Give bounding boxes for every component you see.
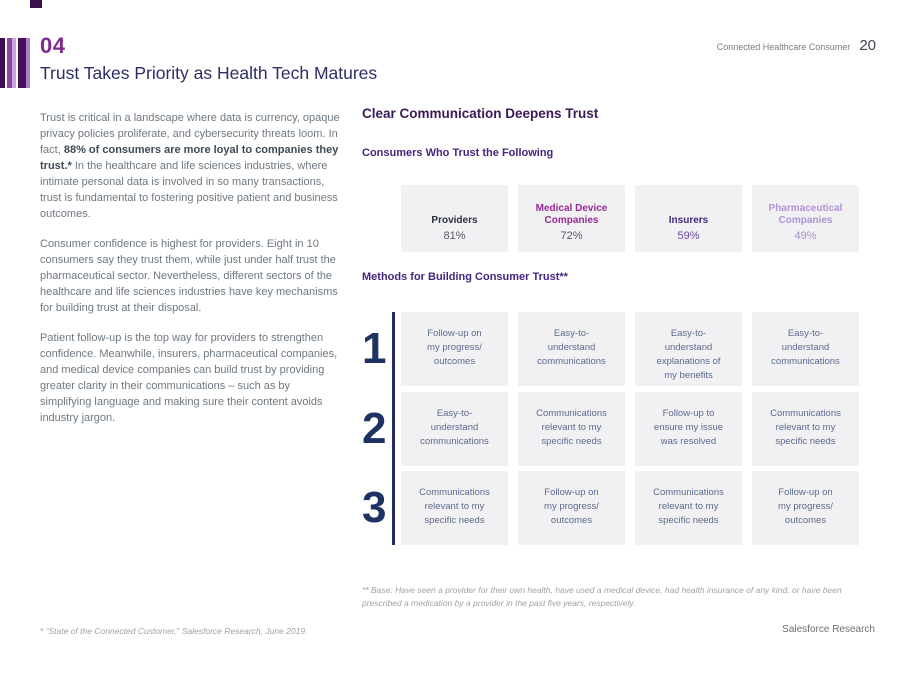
trust-box-label: Providers <box>431 215 478 226</box>
source-footnote: * “State of the Connected Customer,” Sal… <box>40 626 308 636</box>
paragraph-1-bold-stat: 88% of consumers are more loyal to compa… <box>40 144 339 172</box>
methods-row-2: 2 Easy-to-understand communications Comm… <box>362 392 860 466</box>
corner-mark <box>30 0 42 8</box>
rank-divider-line <box>392 312 395 545</box>
method-cell: Follow-up on my progress/ outcomes <box>752 471 859 545</box>
trust-box-value: 81% <box>443 230 466 242</box>
page-title: Trust Takes Priority as Health Tech Matu… <box>40 63 378 83</box>
method-cell: Communications relevant to my specific n… <box>518 392 625 466</box>
running-header: Connected Healthcare Consumer 20 <box>717 37 876 54</box>
brand-stripes-logo <box>0 38 30 88</box>
trust-box-label: Pharmaceutical Companies <box>768 203 843 226</box>
method-cell: Easy-to-understand communications <box>752 312 859 386</box>
method-cell: Easy-to-understand communications <box>401 392 508 466</box>
stripe <box>7 38 12 88</box>
method-cell: Easy-to-understand communications <box>518 312 625 386</box>
page-number: 20 <box>859 37 876 54</box>
methods-subheading: Methods for Building Consumer Trust** <box>362 271 568 283</box>
method-cell: Follow-up on my progress/ outcomes <box>401 312 508 386</box>
trust-box-value: 59% <box>677 230 700 242</box>
methods-row-1: 1 Follow-up on my progress/ outcomes Eas… <box>362 312 860 386</box>
stripe <box>12 38 16 88</box>
paragraph-2: Consumer confidence is highest for provi… <box>40 238 338 314</box>
methods-row-3: 3 Communications relevant to my specific… <box>362 471 860 545</box>
trust-box-value: 49% <box>794 230 817 242</box>
trust-box-providers: Providers 81% <box>401 185 508 252</box>
trust-subheading: Consumers Who Trust the Following <box>362 147 554 159</box>
trust-box-insurers: Insurers 59% <box>635 185 742 252</box>
stripe <box>26 38 30 88</box>
methods-grid: 1 Follow-up on my progress/ outcomes Eas… <box>362 312 860 545</box>
stripe <box>0 38 5 88</box>
trust-box-pharmaceutical: Pharmaceutical Companies 49% <box>752 185 859 252</box>
paragraph-1: Trust is critical in a landscape where d… <box>40 110 340 222</box>
chapter-number: 04 <box>40 33 66 58</box>
method-cell: Easy-to-understand explanations of my be… <box>635 312 742 386</box>
rank-number: 3 <box>362 483 387 532</box>
stripe <box>18 38 26 88</box>
method-cell: Communications relevant to my specific n… <box>401 471 508 545</box>
method-cell: Follow-up on my progress/ outcomes <box>518 471 625 545</box>
method-cell: Follow-up to ensure my issue was resolve… <box>635 392 742 466</box>
rank-number: 1 <box>362 324 387 373</box>
intro-text-column: Trust is critical in a landscape where d… <box>40 110 340 440</box>
trust-box-value: 72% <box>560 230 583 242</box>
method-cell: Communications relevant to my specific n… <box>635 471 742 545</box>
figure-heading: Clear Communication Deepens Trust <box>362 106 599 121</box>
method-cell: Communications relevant to my specific n… <box>752 392 859 466</box>
trust-box-medical-device: Medical Device Companies 72% <box>518 185 625 252</box>
base-footnote: ** Base: Have seen a provider for their … <box>362 585 842 608</box>
trust-box-label: Medical Device Companies <box>535 203 608 226</box>
paragraph-3: Patient follow-up is the top way for pro… <box>40 332 338 424</box>
footer-brand: Salesforce Research <box>782 624 875 635</box>
trust-box-label: Insurers <box>668 215 709 226</box>
paragraph-1-text: In the healthcare and life sciences indu… <box>40 160 338 220</box>
document-title: Connected Healthcare Consumer <box>716 42 851 52</box>
paragraph-1-text: Trust is critical in a landscape where d… <box>40 112 340 156</box>
rank-number: 2 <box>362 404 387 453</box>
trust-boxes-row: Providers 81% Medical Device Companies 7… <box>362 185 860 252</box>
